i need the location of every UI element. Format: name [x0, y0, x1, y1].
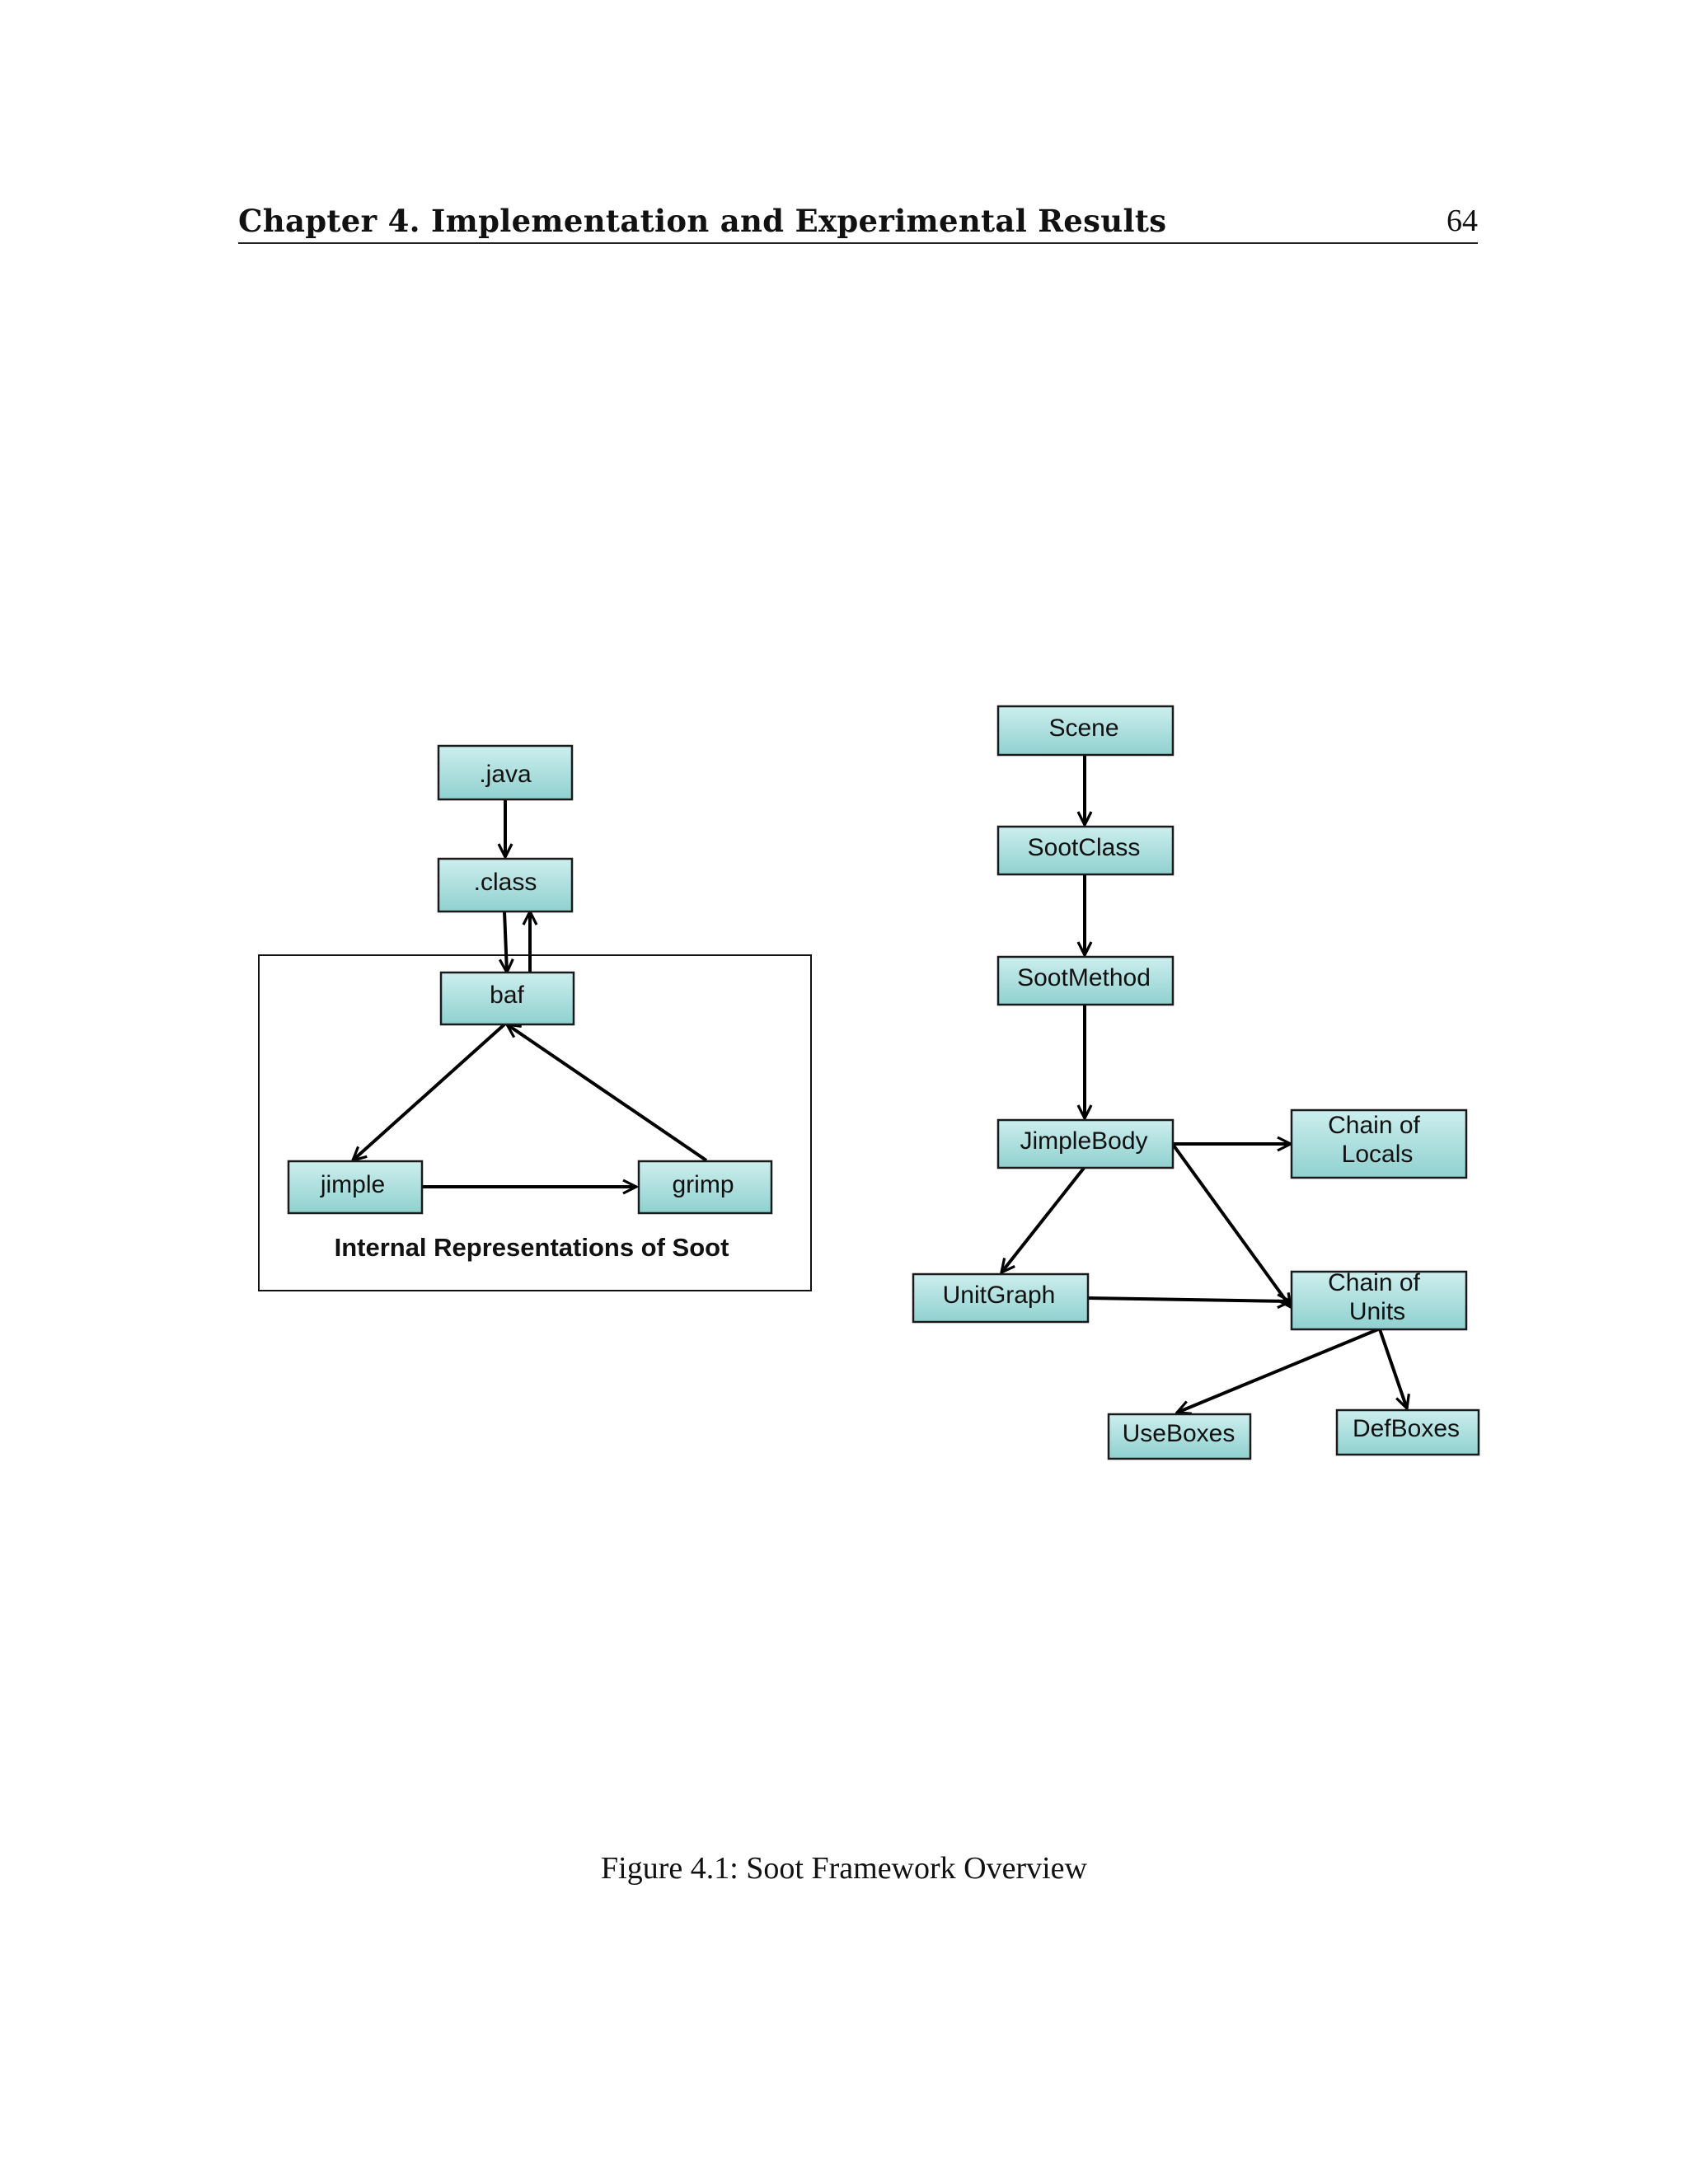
node-java-label: .java	[479, 761, 532, 788]
edge-grimp-to-baf	[507, 1024, 708, 1162]
node-chain-of-units-line-2: Units	[1349, 1298, 1405, 1325]
edge-jimplebody-to-unitgraph	[1001, 1165, 1086, 1272]
node-baf: baf	[439, 971, 575, 1026]
edge-jimplebody-to-chain-units	[1172, 1144, 1291, 1307]
node-unitgraph-label: UnitGraph	[943, 1282, 1056, 1309]
internal-representations-label: Internal Representations of Soot	[335, 1233, 729, 1262]
node-unitgraph: UnitGraph	[912, 1272, 1090, 1324]
node-jimple: jimple	[287, 1160, 424, 1215]
edge-chain-units-to-useboxes	[1177, 1328, 1379, 1413]
node-class-label: .class	[474, 869, 537, 896]
node-scene-label: Scene	[1048, 715, 1118, 742]
node-sootclass-label: SootClass	[1028, 834, 1141, 861]
running-header: Chapter 4. Implementation and Experiment…	[238, 198, 1478, 244]
node-sootmethod-label: SootMethod	[1017, 964, 1151, 991]
node-defboxes: DefBoxes	[1335, 1408, 1480, 1456]
page-number: 64	[1447, 204, 1478, 238]
node-defboxes-label: DefBoxes	[1353, 1415, 1460, 1442]
node-jimple-label: jimple	[320, 1171, 385, 1198]
chapter-title: Chapter 4. Implementation and Experiment…	[238, 203, 1167, 239]
node-jimplebody: JimpleBody	[996, 1118, 1175, 1169]
node-chain-of-units-line-1: Chain of	[1328, 1269, 1420, 1296]
node-chain-of-locals: Chain of Locals	[1290, 1108, 1468, 1179]
node-chain-of-locals-line-2: Locals	[1342, 1141, 1414, 1168]
node-chain-of-locals-line-1: Chain of	[1328, 1112, 1420, 1139]
internal-representations-frame	[258, 954, 812, 1291]
node-baf-label: baf	[490, 982, 524, 1009]
node-useboxes: UseBoxes	[1107, 1413, 1252, 1460]
edge-class-to-baf	[504, 911, 507, 972]
node-sootclass: SootClass	[996, 825, 1175, 876]
edge-unitgraph-to-chain-units	[1086, 1298, 1291, 1301]
node-jimplebody-label: JimpleBody	[1020, 1127, 1147, 1155]
node-java: .java	[437, 744, 574, 801]
edge-baf-to-jimple	[353, 1023, 506, 1160]
node-grimp-label: grimp	[672, 1171, 734, 1198]
edge-chain-units-to-defboxes	[1378, 1329, 1407, 1408]
node-sootmethod: SootMethod	[996, 955, 1175, 1006]
node-chain-of-units: Chain of Units	[1290, 1269, 1468, 1331]
node-scene: Scene	[996, 705, 1175, 757]
figure-caption: Figure 4.1: Soot Framework Overview	[601, 1851, 1087, 1886]
node-useboxes-label: UseBoxes	[1123, 1420, 1236, 1447]
node-class: .class	[437, 857, 574, 913]
node-grimp: grimp	[637, 1160, 773, 1215]
